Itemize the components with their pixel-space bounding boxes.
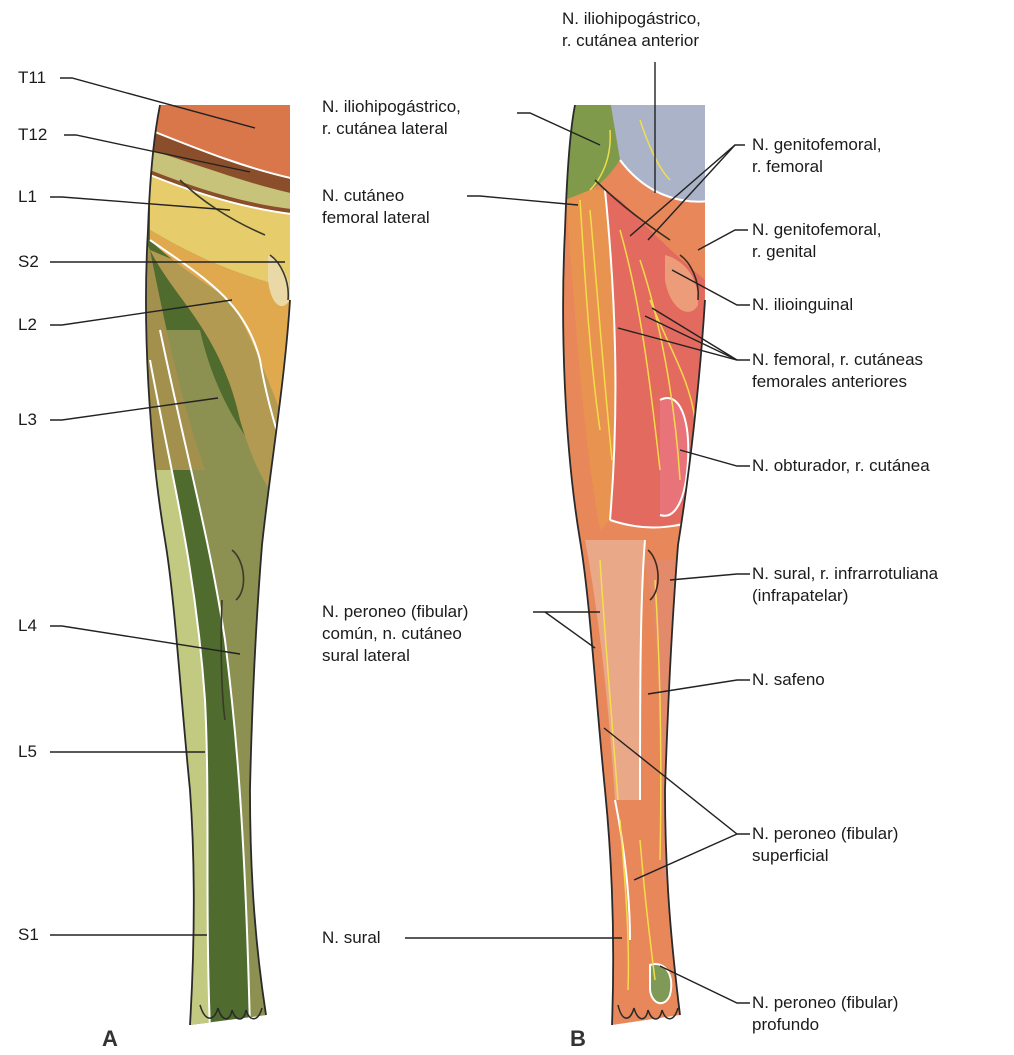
label-line: r. cutánea lateral: [322, 118, 461, 140]
nerve-label-sural: N. sural: [322, 927, 381, 949]
dermatome-label-l5: L5: [18, 741, 37, 763]
label-line: (infrapatelar): [752, 585, 938, 607]
leg-a: [140, 100, 300, 1040]
nerve-label-ilioinguinal: N. ilioinguinal: [752, 294, 853, 316]
label-line: N. genitofemoral,: [752, 134, 881, 156]
leg-b: [555, 100, 715, 1040]
dermatome-label-l1: L1: [18, 186, 37, 208]
label-line: N. peroneo (fibular): [752, 823, 898, 845]
label-line: superficial: [752, 845, 898, 867]
dermatome-label-t12: T12: [18, 124, 47, 146]
nerve-label-iliohipogastrico-lateral: N. iliohipogástrico, r. cutánea lateral: [322, 96, 461, 140]
nerve-label-iliohipogastrico-anterior: N. iliohipogástrico, r. cutánea anterior: [562, 8, 701, 52]
label-line: N. peroneo (fibular): [322, 601, 468, 623]
label-line: común, n. cutáneo: [322, 623, 468, 645]
nerve-label-genitofemoral-genital: N. genitofemoral, r. genital: [752, 219, 881, 263]
label-line: N. iliohipogástrico,: [322, 96, 461, 118]
label-line: N. ilioinguinal: [752, 294, 853, 316]
label-line: profundo: [752, 1014, 898, 1036]
nerve-label-cutaneo-femoral-lateral: N. cutáneo femoral lateral: [322, 185, 430, 229]
nerve-label-femoral-cutaneas: N. femoral, r. cutáneas femorales anteri…: [752, 349, 923, 393]
nerve-label-sural-infrarrotuliana: N. sural, r. infrarrotuliana (infrapatel…: [752, 563, 938, 607]
dermatome-label-s1: S1: [18, 924, 39, 946]
nerve-label-peroneo-superficial: N. peroneo (fibular) superficial: [752, 823, 898, 867]
nerve-label-safeno: N. safeno: [752, 669, 825, 691]
nerve-label-genitofemoral-femoral: N. genitofemoral, r. femoral: [752, 134, 881, 178]
leader-cut-fem-lat: [467, 196, 578, 205]
leader-sural-infra: [670, 574, 750, 580]
panel-label-b: B: [570, 1026, 586, 1052]
label-line: N. peroneo (fibular): [752, 992, 898, 1014]
nerve-label-peroneo-comun: N. peroneo (fibular) común, n. cutáneo s…: [322, 601, 468, 667]
label-line: N. sural, r. infrarrotuliana: [752, 563, 938, 585]
dermatome-label-l4: L4: [18, 615, 37, 637]
label-line: N. iliohipogástrico,: [562, 8, 701, 30]
label-line: r. femoral: [752, 156, 881, 178]
dermatome-label-l3: L3: [18, 409, 37, 431]
label-line: N. safeno: [752, 669, 825, 691]
label-line: N. femoral, r. cutáneas: [752, 349, 923, 371]
dermatome-label-t11: T11: [18, 67, 46, 89]
panel-label-a: A: [102, 1026, 118, 1052]
label-line: r. genital: [752, 241, 881, 263]
label-line: N. genitofemoral,: [752, 219, 881, 241]
leader-peroneo-comun-2: [545, 612, 595, 648]
dermatome-label-l2: L2: [18, 314, 37, 336]
leader-genitofem-gen: [698, 230, 748, 250]
label-line: N. cutáneo: [322, 185, 430, 207]
label-line: N. obturador, r. cutánea: [752, 455, 930, 477]
label-line: femorales anteriores: [752, 371, 923, 393]
label-line: N. sural: [322, 927, 381, 949]
dermatome-label-s2: S2: [18, 251, 39, 273]
nerve-label-peroneo-profundo: N. peroneo (fibular) profundo: [752, 992, 898, 1036]
label-line: femoral lateral: [322, 207, 430, 229]
label-line: r. cutánea anterior: [562, 30, 701, 52]
label-line: sural lateral: [322, 645, 468, 667]
nerve-label-obturador: N. obturador, r. cutánea: [752, 455, 930, 477]
